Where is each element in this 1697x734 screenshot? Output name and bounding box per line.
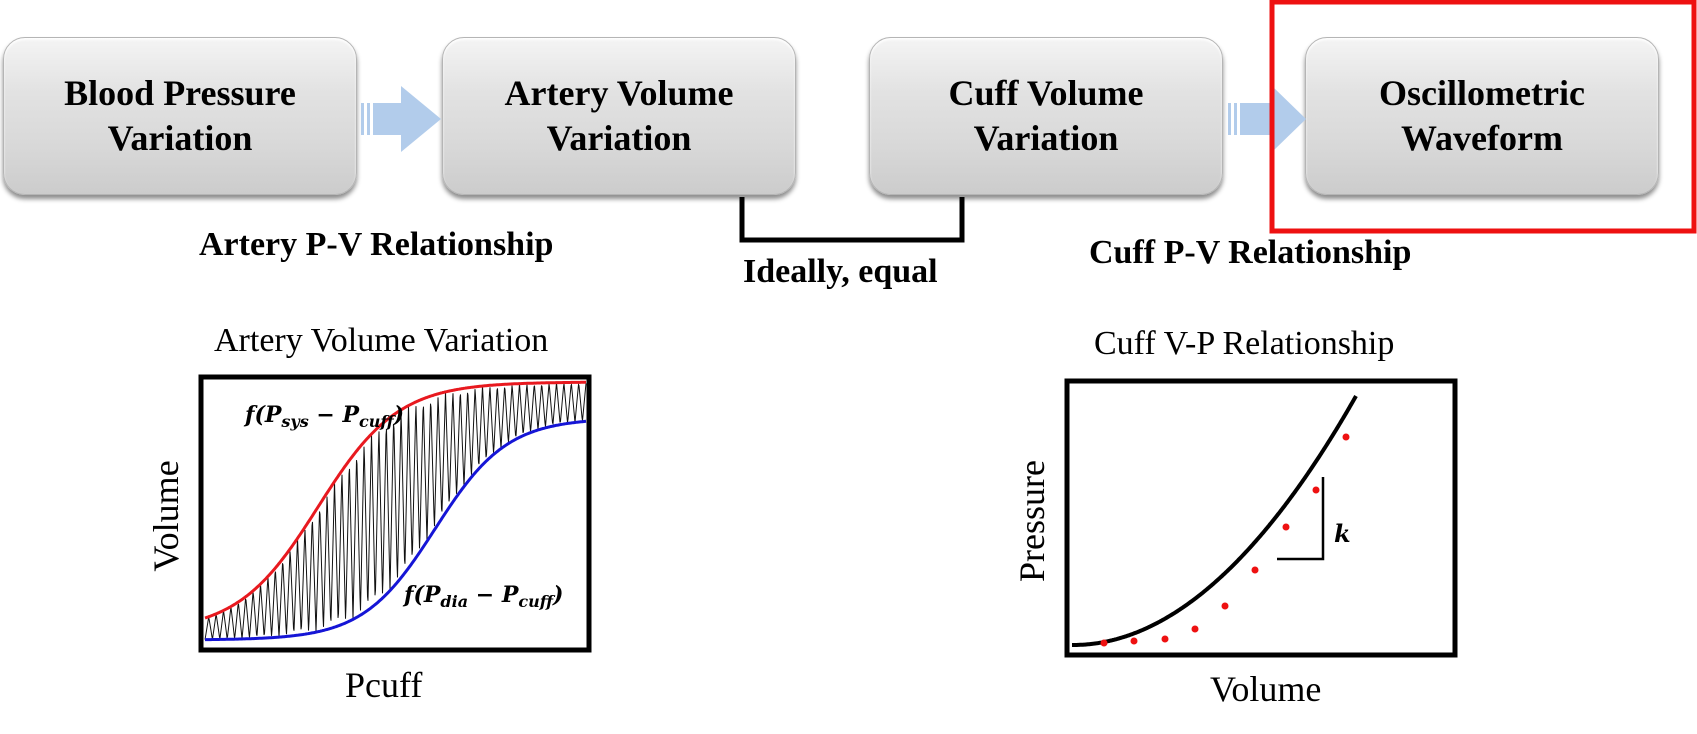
cuff-chart-title: Cuff V-P Relationship [1094,325,1395,362]
arrow-right-icon [1228,86,1306,152]
measurement-point [1282,523,1290,531]
flow-box-line1: Oscillometric [1379,73,1585,113]
flow-box-line1: Artery Volume [504,73,734,113]
cuff-chart-frame [1064,378,1458,658]
arrow-right-icon [361,86,441,152]
equality-bracket [739,197,965,243]
ideally-equal-label: Ideally, equal [743,253,938,290]
measurement-point [1130,637,1138,645]
slope-k-label: k [1334,519,1351,548]
artery-chart-frame [198,374,592,653]
cuff-vp-plot [1072,395,1358,647]
measurement-point [1191,625,1199,633]
artery-volume-plot [204,380,587,642]
flow-box-line2: Variation [973,118,1119,158]
lower-envelope-curve [205,419,587,642]
upper-envelope-curve [204,380,586,620]
cuff-curve [1072,395,1358,647]
cuff-pv-label: Cuff P-V Relationship [1089,234,1412,271]
measurement-point [1342,433,1350,441]
flow-box-line2: Waveform [1401,118,1563,158]
flow-box-line1: Cuff Volume [948,73,1144,113]
artery-x-label: Pcuff [345,665,423,705]
measurement-point [1312,486,1320,494]
upper-envelope-formula: f(Psys − Pcuff) [245,402,405,431]
artery-pv-label: Artery P-V Relationship [199,226,554,263]
oscillation-trace [204,382,587,640]
highlight-box [1269,0,1697,234]
measurement-point [1161,635,1169,643]
cuff-y-label: Pressure [1012,460,1052,582]
slope-triangle [1277,477,1325,561]
flow-box-line2: Variation [107,118,253,158]
flow-box-line2: Variation [546,118,692,158]
artery-chart-title: Artery Volume Variation [214,322,549,359]
artery-y-label: Volume [146,460,186,572]
lower-envelope-formula: f(Pdia − Pcuff) [404,582,564,611]
measurement-point [1221,602,1229,610]
measurement-point [1251,566,1259,574]
measurement-point [1100,639,1108,647]
cuff-x-label: Volume [1210,669,1322,709]
flow-box-line1: Blood Pressure [64,73,296,113]
